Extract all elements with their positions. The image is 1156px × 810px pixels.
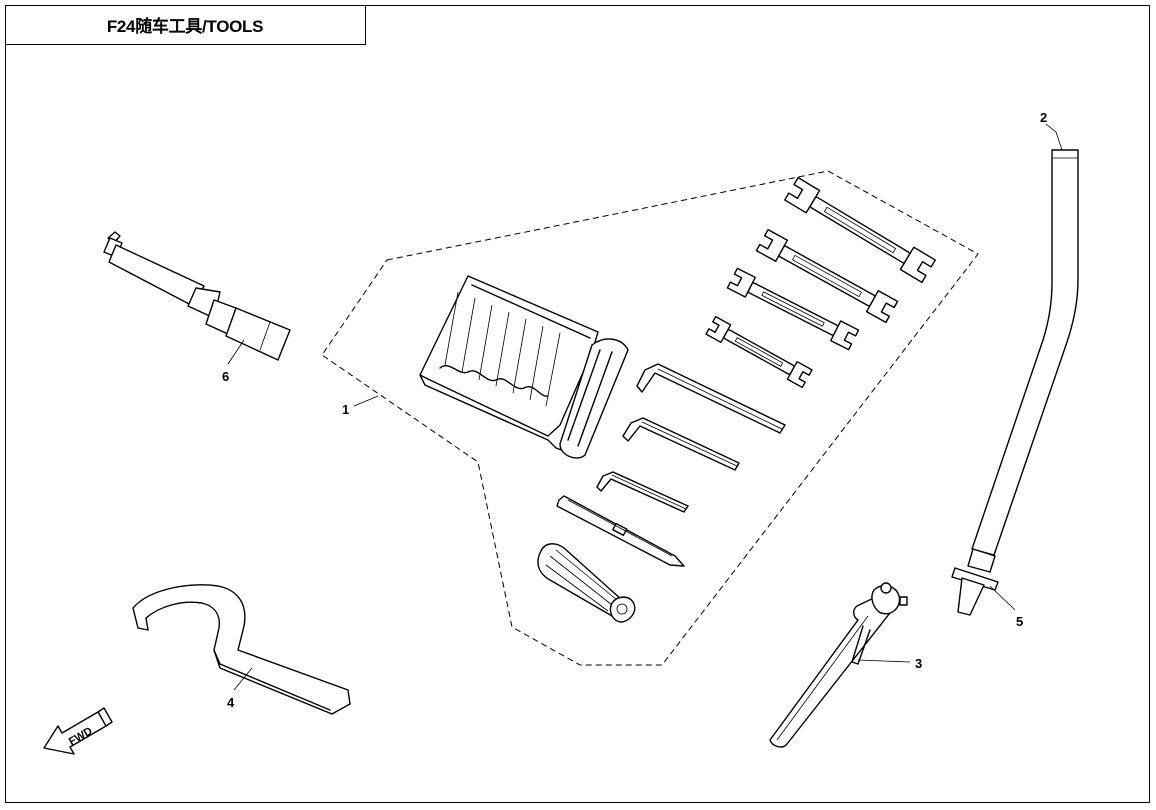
callout-1: 1 <box>342 402 349 417</box>
hex-key-medium <box>622 417 740 471</box>
forward-direction-arrow: FWD <box>43 707 113 755</box>
open-end-wrench-2 <box>755 228 899 324</box>
screwdriver-bit <box>556 495 685 567</box>
hook-spanner-wrench <box>132 584 351 715</box>
leader-line-6 <box>227 339 245 365</box>
leader-line-4 <box>233 667 253 691</box>
callout-6: 6 <box>222 369 229 384</box>
callout-2: 2 <box>1040 110 1047 125</box>
socket-wrench <box>103 231 291 361</box>
callout-4: 4 <box>227 695 235 710</box>
tool-kit-group-outline <box>321 170 979 666</box>
open-end-wrench-3 <box>726 267 860 351</box>
leader-line-1 <box>353 395 379 407</box>
hex-key-large <box>636 363 786 434</box>
leader-line-5 <box>989 585 1016 611</box>
open-end-wrench-4 <box>705 315 813 389</box>
leader-line-3 <box>857 659 911 663</box>
open-end-wrench-1 <box>784 176 936 284</box>
page-title: F24随车工具/TOOLS <box>106 17 264 36</box>
extension-tube <box>971 149 1079 556</box>
callout-5: 5 <box>1016 614 1023 629</box>
leader-line-2 <box>1045 123 1063 151</box>
drawing-frame <box>5 5 1150 803</box>
tool-roll-pouch <box>419 275 629 459</box>
title-block: F24随车工具/TOOLS <box>5 5 366 45</box>
callout-3: 3 <box>915 656 922 671</box>
screwdriver-handle <box>537 543 636 623</box>
hex-key-small <box>596 471 689 513</box>
pressure-gauge <box>769 582 908 748</box>
tube-plug <box>951 548 999 616</box>
